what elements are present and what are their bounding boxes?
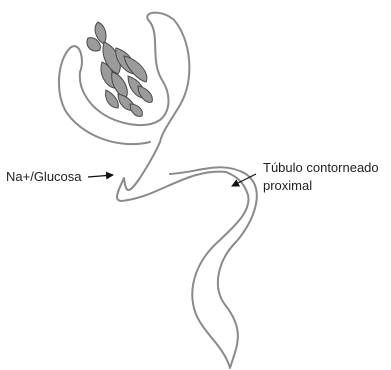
label-na-glucosa: Na+/Glucosa xyxy=(6,169,82,184)
bowman-capsule-and-tubule xyxy=(59,13,257,368)
label-tubulo-line2: proximal xyxy=(263,178,312,193)
label-tubulo-line1: Túbulo contorneado xyxy=(263,160,379,175)
glomerulus xyxy=(87,22,152,116)
left-arrow xyxy=(88,175,113,177)
